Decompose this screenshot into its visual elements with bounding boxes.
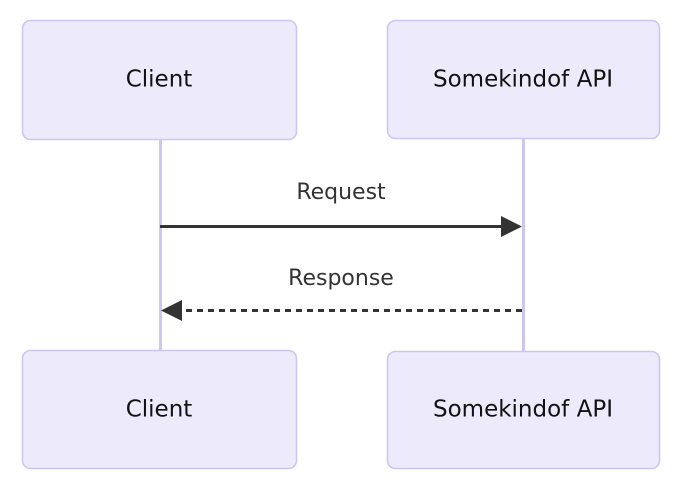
participant-box-client-top[interactable] (21, 19, 298, 141)
participant-box-api-bottom[interactable] (386, 350, 661, 470)
participant-box-client-bottom[interactable] (21, 349, 298, 470)
participant-label-api-bottom: Somekindof API (433, 397, 613, 423)
message-label-request: Request (296, 180, 386, 205)
participant-label-client-top: Client (126, 67, 193, 93)
arrowhead-response (161, 300, 182, 321)
participant-label-api-top: Somekindof API (433, 67, 613, 93)
participant-label-client-bottom: Client (126, 397, 193, 423)
message-label-response: Response (288, 266, 394, 291)
arrowhead-request (501, 216, 522, 237)
participant-box-api-top[interactable] (386, 19, 661, 140)
